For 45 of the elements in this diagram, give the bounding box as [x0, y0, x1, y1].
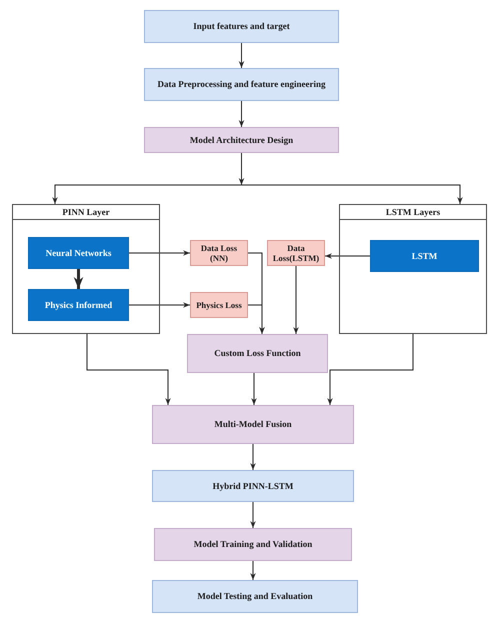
arrow [324, 253, 370, 259]
process-box [144, 127, 339, 153]
process-box [154, 528, 352, 561]
arrow [248, 304, 265, 334]
process-box [152, 470, 354, 502]
loss-box [267, 240, 325, 266]
loss-box [190, 292, 248, 318]
box-label: Model Architecture Design [190, 134, 294, 146]
box-label: Custom Loss Function [214, 348, 301, 359]
module-box [28, 237, 129, 269]
arrow [86, 334, 171, 406]
arrow [128, 302, 190, 308]
arrow [250, 444, 256, 470]
process-box [144, 68, 339, 101]
arrow [74, 269, 84, 289]
box-label: Physics Loss [196, 300, 242, 310]
module-box [28, 289, 129, 321]
arrow [293, 266, 299, 334]
arrow [128, 250, 190, 256]
box-label: Physics Informed [44, 300, 112, 310]
arrow [238, 100, 244, 128]
layer-container [339, 204, 487, 334]
arrow [327, 334, 414, 406]
box-label: Data Preprocessing and feature engineering [158, 79, 326, 90]
box-label: Hybrid PINN-LSTM [212, 480, 294, 492]
box-label: Model Testing and Evaluation [197, 591, 313, 602]
box-label: LSTM [412, 250, 438, 262]
box-label: Data Loss (NN) [200, 242, 238, 264]
process-box [144, 10, 339, 43]
loss-box [190, 240, 248, 266]
box-label: Model Training and Validation [194, 539, 312, 550]
layer-container [12, 204, 160, 334]
box-label: Neural Networks [46, 248, 112, 258]
process-box [187, 334, 328, 373]
module-box [370, 240, 479, 272]
box-label: Input features and target [193, 21, 290, 32]
box-label: Multi-Model Fusion [214, 419, 292, 430]
process-box [152, 580, 358, 613]
arrow [238, 42, 244, 68]
process-box [152, 405, 354, 444]
box-label: Data Loss(LSTM) [272, 242, 320, 264]
arrow [238, 152, 244, 186]
arrow [251, 372, 257, 406]
arrow [250, 502, 256, 528]
arrow [250, 560, 256, 580]
